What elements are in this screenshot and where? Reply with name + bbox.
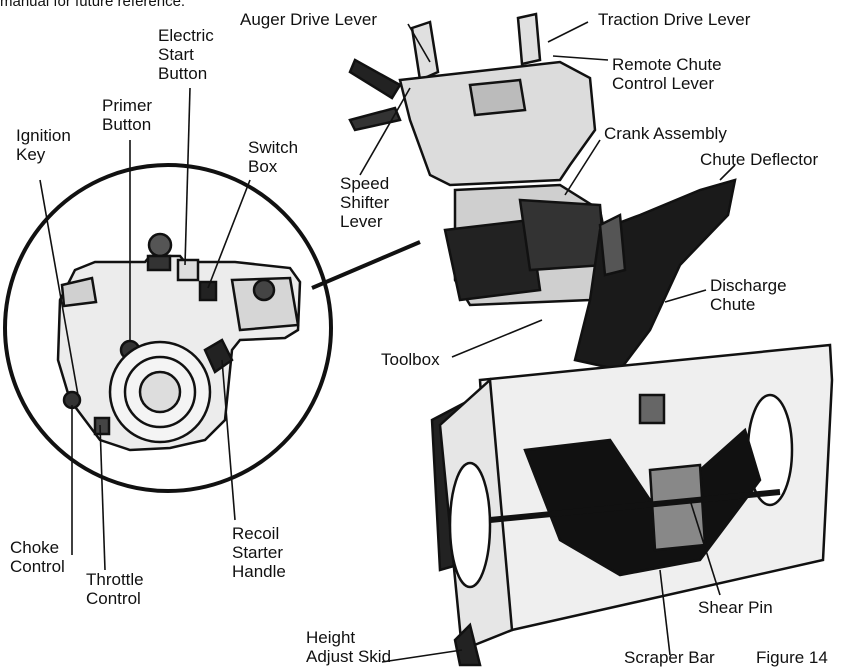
leader-discharge	[664, 289, 707, 303]
leader-crank	[564, 139, 601, 196]
header-fragment: manual for future reference.	[0, 0, 186, 10]
label-chute-deflector: Chute Deflector	[700, 150, 819, 169]
leader-recoil	[221, 359, 236, 521]
leader-speed-shifter	[359, 87, 411, 176]
leader-throttle	[99, 424, 106, 571]
leader-shear-pin	[689, 499, 721, 596]
leader-switch-box	[207, 179, 251, 289]
engine-detail-circle	[3, 163, 333, 493]
leader-lines	[39, 21, 736, 663]
leader-height-skid	[381, 649, 463, 663]
label-shear-pin: Shear Pin	[698, 598, 773, 617]
label-toolbox: Toolbox	[381, 350, 440, 369]
figure-caption: Figure 14	[756, 648, 828, 667]
leader-ignition	[39, 179, 79, 396]
engine-drawing	[56, 232, 302, 452]
leader-remote-chute	[552, 55, 609, 61]
snowblower-body	[348, 12, 834, 667]
label-auger-drive-lever: Auger Drive Lever	[240, 10, 378, 29]
detail-connector-line	[311, 240, 421, 290]
leader-auger	[407, 23, 431, 63]
label-crank-assembly: Crank Assembly	[604, 124, 727, 143]
leader-scraper	[659, 569, 671, 656]
leader-chute-deflector	[719, 164, 736, 181]
leader-traction	[547, 21, 589, 43]
label-scraper-bar: Scraper Bar	[624, 648, 715, 667]
label-traction-drive-lever: Traction Drive Lever	[598, 10, 751, 29]
leader-toolbox	[451, 319, 543, 358]
leader-electric-start	[184, 87, 191, 266]
